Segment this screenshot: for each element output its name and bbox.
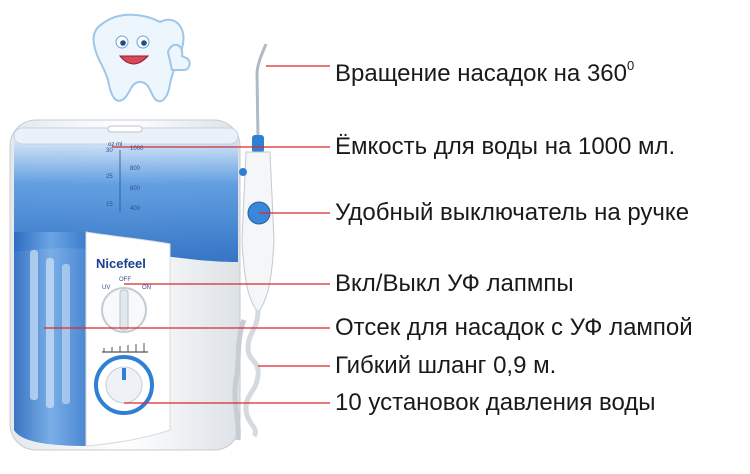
coiled-hose bbox=[232, 309, 261, 441]
tooth-mascot-icon bbox=[92, 13, 191, 103]
tank-oz-mark: 25 bbox=[106, 174, 113, 180]
flosser-handle bbox=[239, 43, 275, 313]
switch-on-label: ON bbox=[142, 285, 151, 291]
feature-label-uv-compartment: Отсек для насадок с УФ лампой bbox=[335, 314, 693, 341]
leader-lines bbox=[44, 65, 330, 404]
uv-switch-knob[interactable] bbox=[101, 287, 147, 333]
feature-label-pressure: 10 установок давления воды bbox=[335, 389, 656, 416]
feature-label-handle-switch: Удобный выключатель на ручке bbox=[335, 199, 690, 226]
feature-label-capacity: Ёмкость для воды на 1000 мл. bbox=[335, 133, 676, 160]
nozzle-tip bbox=[255, 43, 268, 141]
tank-oz-mark: 30 bbox=[106, 148, 113, 154]
brand-logo: Nicefeel bbox=[96, 256, 146, 271]
water-flosser-base: oz ml 30 25 15 1000 800 600 400 Nicefeel… bbox=[9, 119, 241, 451]
degree-superscript: 0 bbox=[626, 58, 635, 73]
tank-unit-label: oz ml bbox=[108, 142, 122, 148]
tank-ml-mark: 600 bbox=[130, 186, 141, 192]
tank-ml-mark: 400 bbox=[130, 206, 141, 212]
switch-off-label: OFF bbox=[119, 277, 131, 283]
tank-ml-mark: 800 bbox=[130, 166, 141, 172]
feature-label-uv-switch: Вкл/Выкл УФ лапмпы bbox=[335, 270, 574, 297]
feature-label-hose: Гибкий шланг 0,9 м. bbox=[335, 352, 557, 379]
pressure-dial[interactable] bbox=[94, 355, 154, 415]
switch-uv-label: UV bbox=[102, 285, 110, 291]
feature-label-rotation: Вращение насадок на 3600 bbox=[335, 58, 635, 87]
tank-oz-mark: 15 bbox=[106, 202, 113, 208]
tank-ml-mark: 1000 bbox=[130, 146, 144, 152]
